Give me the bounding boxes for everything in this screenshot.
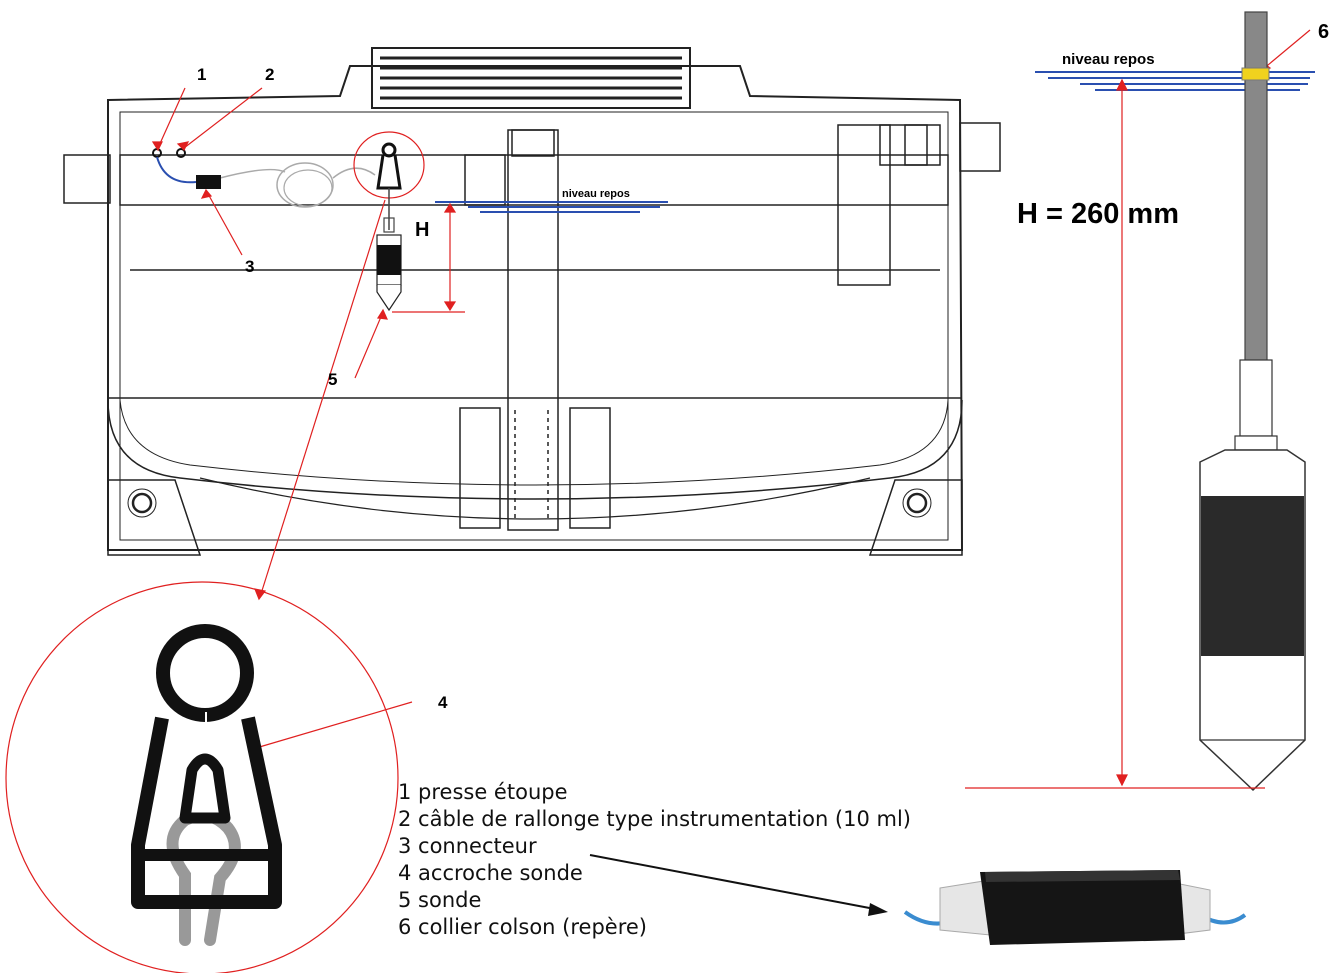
tank-foot-left bbox=[107, 479, 202, 556]
callout-5: 5 bbox=[328, 370, 337, 389]
tank-bowl bbox=[107, 399, 963, 500]
connector-in-tank bbox=[196, 175, 221, 189]
probe-band bbox=[1201, 496, 1304, 656]
tank-drawing bbox=[63, 47, 1001, 556]
cable-gland-icon bbox=[152, 148, 162, 158]
tank-rest-level-label: niveau repos bbox=[562, 188, 630, 200]
fixing-hole-left bbox=[131, 492, 153, 514]
fixing-hole-right bbox=[906, 492, 928, 514]
cable-loop bbox=[166, 809, 241, 946]
legend-item: 4 accroche sonde bbox=[398, 861, 583, 885]
tank-water-level bbox=[435, 201, 668, 213]
legend-item: 1 presse étoupe bbox=[398, 780, 568, 804]
elbow-fitting bbox=[837, 124, 891, 286]
extension-cable bbox=[156, 156, 197, 184]
legend-item: 5 sonde bbox=[398, 888, 482, 912]
inner-beam bbox=[119, 154, 949, 206]
probe-rest-level-label: niveau repos bbox=[1062, 51, 1155, 68]
tank-foot-right bbox=[868, 479, 963, 556]
hook-detail-circle bbox=[5, 581, 399, 973]
connector-photo bbox=[903, 870, 1247, 945]
probe-height-value: H = 260 mm bbox=[1017, 198, 1179, 230]
hook-detail bbox=[5, 581, 399, 973]
legend: 1 presse étoupe 2 câble de rallonge type… bbox=[398, 779, 911, 941]
tank-height-label: H bbox=[415, 219, 429, 241]
manhole-cover bbox=[371, 47, 691, 109]
outlet-pipe bbox=[959, 122, 1001, 172]
legend-item: 6 collier colson (repère) bbox=[398, 915, 647, 939]
legend-item: 2 câble de rallonge type instrumentation… bbox=[398, 807, 912, 831]
tank-probe-group bbox=[353, 131, 425, 312]
probe-cable bbox=[1244, 11, 1268, 363]
tank-height-dimension bbox=[392, 202, 465, 313]
callout-4: 4 bbox=[438, 693, 448, 712]
hook-small-icon bbox=[376, 154, 402, 190]
callout-2: 2 bbox=[265, 65, 274, 84]
legend-item: 3 connecteur bbox=[398, 834, 537, 858]
colson-marker bbox=[1241, 67, 1270, 81]
callout-lines bbox=[151, 29, 1311, 749]
callout-1: 1 bbox=[197, 65, 206, 84]
callout-3: 3 bbox=[245, 257, 254, 276]
connector-body bbox=[980, 870, 1185, 945]
tank-outer-body bbox=[107, 65, 964, 551]
callout-6: 6 bbox=[1318, 21, 1329, 43]
probe-hook-icon bbox=[131, 716, 282, 909]
connector-arrow bbox=[589, 854, 888, 916]
probe-height-dimension bbox=[965, 78, 1265, 789]
inlet-pipe bbox=[63, 154, 111, 204]
probe-water-level bbox=[1035, 71, 1315, 91]
probe-detail bbox=[1035, 11, 1315, 792]
coiled-cable bbox=[276, 162, 334, 208]
